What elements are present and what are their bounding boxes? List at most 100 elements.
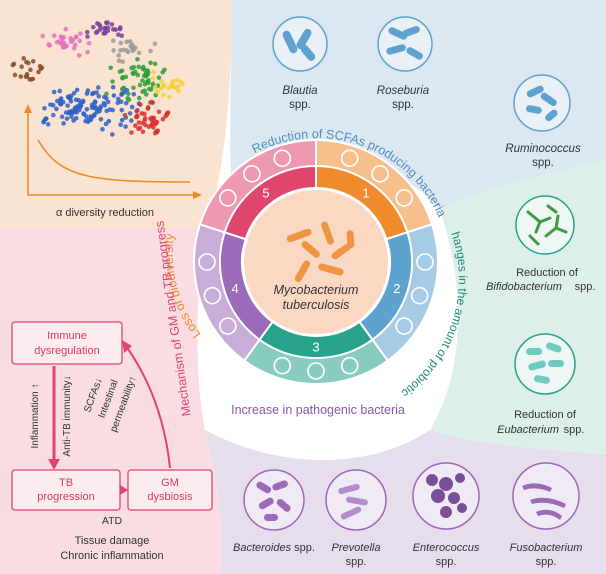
segment-2-icon-1 [416, 253, 434, 271]
scatter-point [116, 53, 122, 58]
scatter-point [109, 132, 115, 137]
segment-3-icon-2 [307, 362, 325, 380]
scatter-point [98, 24, 103, 29]
scatter-point [109, 22, 115, 27]
eubacterium-icon [514, 333, 576, 395]
scatter-point [165, 110, 171, 115]
scatter-point [101, 94, 107, 100]
diversity-axes [27, 110, 196, 196]
scatter-point [118, 48, 123, 53]
ruminococcus-icon [513, 74, 571, 132]
scatter-point [161, 92, 166, 98]
scatter-point [115, 100, 121, 106]
roseburia-name: Roseburia [377, 85, 429, 97]
scatter-point [83, 118, 88, 124]
diversity-decline-curve [37, 139, 191, 183]
scatter-point [152, 61, 158, 67]
tb-progression-box [11, 469, 121, 511]
scatter-point [43, 116, 48, 122]
segment-5-icon-2 [243, 165, 261, 183]
scatter-point [105, 20, 110, 26]
scatter-point [123, 74, 129, 80]
ruminococcus-suffix: spp. [532, 157, 554, 169]
scatter-point [21, 56, 27, 61]
scatter-point [119, 107, 125, 113]
segment-4-icon-1 [219, 317, 237, 335]
tb-line2: progression [37, 491, 94, 503]
scatter-point [154, 129, 159, 134]
scatter-point [71, 90, 77, 96]
scatter-point [103, 25, 108, 31]
gm-to-immune-arrowhead [122, 340, 132, 353]
scatter-point [40, 33, 46, 39]
immune-to-tb-arrowhead [48, 459, 60, 470]
scatter-point [142, 118, 147, 123]
scatter-point [126, 91, 131, 97]
segment-number-3: 3 [312, 340, 319, 355]
scatter-point [117, 25, 123, 30]
segment-1-icon-1 [340, 149, 359, 168]
scatter-point [95, 21, 100, 26]
scatter-point [84, 29, 90, 35]
scatter-point [71, 45, 77, 51]
scatter-point [138, 102, 143, 107]
scatter-point [148, 48, 153, 54]
prevotella-icon [325, 469, 387, 531]
scatter-point [140, 89, 145, 94]
bacteroides-icon [243, 469, 305, 531]
segment-5-icon-3 [273, 149, 292, 168]
scatter-point [104, 108, 109, 114]
scatter-point [45, 122, 51, 127]
scatter-point [178, 79, 184, 85]
bifidobacterium-suffix: spp. [575, 281, 596, 293]
biodiversity-panel [0, 0, 232, 228]
scatter-point [150, 81, 156, 87]
scatter-point [64, 116, 70, 121]
segment-1-icon-3 [395, 189, 413, 207]
enterococcus-name: Enterococcus [413, 542, 480, 554]
wheel-inner-segment-5 [223, 164, 317, 241]
ruminococcus-name: Ruminococcus [505, 143, 581, 155]
scatter-point [140, 66, 146, 72]
scatter-point [54, 98, 60, 104]
center-circle [244, 190, 388, 334]
scatter-point [129, 118, 134, 123]
scatter-point [29, 77, 34, 82]
prevotella-suffix: spp. [346, 556, 367, 568]
fusobacterium-name: Fusobacterium [510, 542, 583, 554]
y-axis-arrow [24, 104, 32, 113]
mtb-rods-icon [286, 221, 355, 283]
scatter-point [65, 103, 70, 108]
scatter-point [159, 79, 164, 84]
scatter-point [152, 41, 158, 47]
scatter-point [156, 109, 162, 115]
scatter-point [105, 99, 111, 105]
anti-tb-label: Anti-TB immunity↓ [62, 375, 73, 456]
scatter-point [110, 38, 116, 43]
scatter-point [12, 72, 18, 78]
scatter-point [11, 61, 17, 67]
scatter-point [59, 114, 65, 120]
scatter-point [54, 39, 60, 45]
scatter-point [51, 112, 56, 118]
scatter-point [51, 89, 57, 95]
scatter-point [150, 119, 155, 124]
scatter-point [130, 70, 136, 76]
scatter-point [106, 118, 112, 124]
segment-3-icon-1 [340, 356, 359, 375]
scatter-point [63, 26, 69, 32]
segment-number-1: 1 [362, 186, 369, 201]
scatter-point [84, 114, 89, 119]
gm-dysbiosis-box [127, 469, 213, 511]
scatter-point [113, 27, 119, 32]
scatter-point [39, 65, 45, 70]
scatter-point [131, 91, 137, 97]
scatter-point [167, 94, 172, 100]
scatter-point [84, 91, 90, 96]
segment-number-2: 2 [393, 281, 400, 296]
scatter-point [118, 122, 123, 128]
scatter-point [150, 76, 156, 81]
scatter-point [129, 130, 134, 135]
scatter-point [54, 106, 59, 112]
scatter-point [78, 31, 83, 36]
